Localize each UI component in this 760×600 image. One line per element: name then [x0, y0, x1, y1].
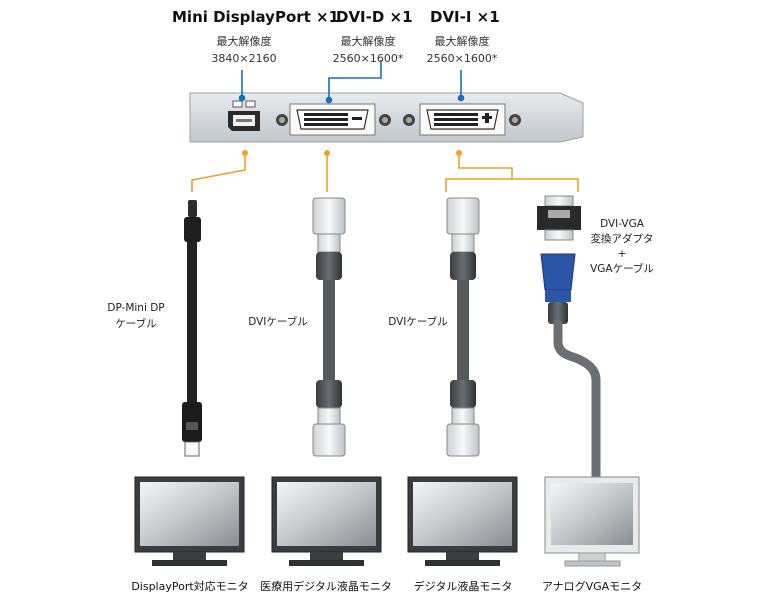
- cable-label-dvi-1: DVIケーブル: [248, 316, 308, 328]
- monitor-3: [407, 476, 518, 566]
- monitor-caption-medical: 医療用デジタル液晶モニタ: [260, 580, 392, 593]
- dvi-vga-adapter: [537, 195, 581, 241]
- port-title-minidp: Mini DisplayPort ×1: [172, 8, 340, 26]
- cable-label-dvi-2: DVIケーブル: [388, 316, 448, 328]
- port-res-label-dvid: 最大解像度: [340, 35, 396, 48]
- monitor-caption-digital: デジタル液晶モニタ: [413, 580, 513, 593]
- port-resolution-dvii: 2560×1600*: [426, 52, 498, 65]
- port-resolution-minidp: 3840×2160: [211, 52, 277, 65]
- port-res-label-minidp: 最大解像度: [216, 35, 272, 48]
- dvii-port: [419, 103, 506, 136]
- monitor-caption-analog: アナログVGAモニタ: [541, 580, 643, 593]
- port-res-label-dvii: 最大解像度: [434, 35, 490, 48]
- dvi-cable-2: [446, 197, 480, 457]
- vga-cable: [540, 253, 601, 483]
- dvid-port: [289, 103, 376, 136]
- bracket-screws: [276, 114, 521, 126]
- port-leader-lines: [238, 60, 465, 104]
- port-title-dvii: DVI-I ×1: [430, 8, 500, 26]
- dp-cable: [182, 200, 202, 457]
- orange-connectors: [191, 155, 579, 192]
- dvi-cable-1: [312, 197, 346, 457]
- cable-label-vga: DVI-VGA 変換アダプタ + VGAケーブル: [590, 218, 654, 275]
- monitor-1: [134, 476, 245, 566]
- monitor-4: [544, 476, 640, 567]
- monitor-caption-displayport: DisplayPort対応モニタ: [131, 580, 249, 593]
- port-resolution-dvid: 2560×1600*: [332, 52, 404, 65]
- port-title-dvid: DVI-D ×1: [336, 8, 413, 26]
- minidp-port: [228, 100, 260, 131]
- cable-label-dp: DP-Mini DP ケーブル: [107, 302, 165, 330]
- monitor-2: [271, 476, 382, 566]
